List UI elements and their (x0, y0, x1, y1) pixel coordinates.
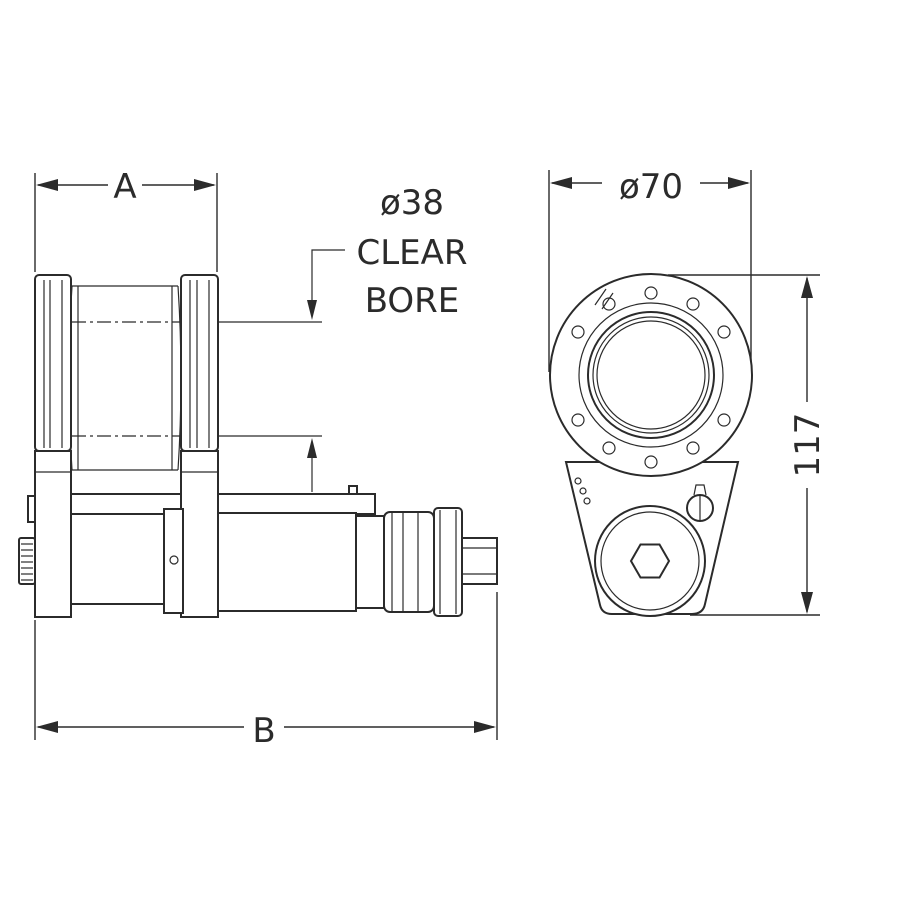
locking-screw (686, 484, 714, 522)
dimension-height: 117 (668, 274, 828, 616)
dimension-b-label: B (252, 711, 275, 751)
drive-gear (594, 505, 706, 617)
bore-bore-label: BORE (365, 281, 460, 321)
bore-tube (68, 285, 182, 471)
right-plate (180, 274, 219, 618)
end-view: ø70 117 (548, 167, 828, 617)
dimension-diameter: ø70 (548, 167, 752, 372)
bore-diameter-label: ø38 (380, 183, 444, 223)
dimension-diameter-label: ø70 (619, 167, 683, 207)
dimension-a-label: A (113, 167, 136, 207)
gearbox (163, 507, 498, 617)
housing-body (70, 485, 376, 605)
bore-clear-label: CLEAR (356, 233, 467, 273)
bolt-holes (571, 286, 731, 469)
dimension-height-label: 117 (788, 413, 828, 478)
bore-leaders (212, 249, 345, 492)
left-plate (34, 274, 72, 618)
knurled-knob (18, 495, 36, 585)
dimension-b: B (34, 592, 498, 751)
side-view: A B (18, 167, 498, 751)
bore-note: ø38 CLEAR BORE (356, 183, 467, 321)
small-holes (574, 477, 591, 505)
flange (549, 273, 753, 477)
dimension-a: A (34, 167, 218, 272)
